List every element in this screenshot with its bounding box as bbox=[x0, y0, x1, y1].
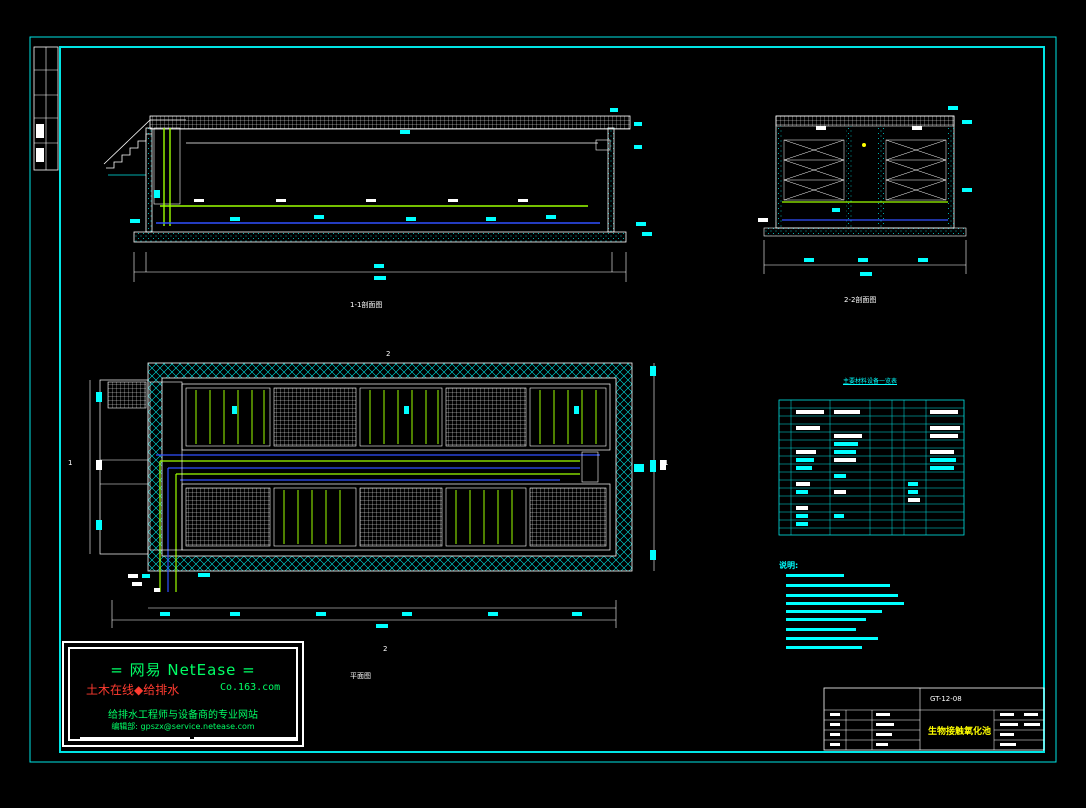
side-mark-right: 1 bbox=[664, 459, 669, 467]
plan-mark-bottom: 2 bbox=[383, 645, 388, 653]
plan-view bbox=[89, 362, 666, 628]
section-1-1 bbox=[103, 108, 652, 282]
stamp-brand: = 网易 NetEase = bbox=[110, 661, 256, 679]
plan-label: 平面图 bbox=[350, 672, 371, 680]
sheet-inner-frame bbox=[59, 46, 1045, 753]
plan-mark-top: 2 bbox=[386, 350, 391, 358]
netease-stamp: = 网易 NetEase = 土木在线◆给排水 Co.163.com 给排水工程… bbox=[62, 641, 304, 747]
section-2-2-label: 2-2剖面图 bbox=[844, 296, 877, 304]
section-2-2 bbox=[758, 106, 972, 276]
stamp-slogan: 给排水工程师与设备商的专业网站 bbox=[108, 710, 258, 721]
notes-lines bbox=[786, 574, 904, 649]
section-1-1-label: 1-1剖面图 bbox=[350, 301, 383, 309]
material-table-title: 主要材料设备一览表 bbox=[843, 378, 898, 385]
revision-strip bbox=[33, 46, 59, 171]
stamp-red-text: 土木在线◆给排水 bbox=[86, 683, 180, 697]
title-block-code: GT-12-08 bbox=[930, 695, 962, 703]
stamp-bar-right bbox=[194, 737, 298, 740]
stamp-bar-left bbox=[80, 737, 190, 740]
notes-title: 说明: bbox=[779, 561, 799, 570]
title-block bbox=[823, 687, 1045, 751]
sheet-outer-frame bbox=[29, 36, 1057, 763]
stamp-inner-frame: = 网易 NetEase = 土木在线◆给排水 Co.163.com 给排水工程… bbox=[68, 647, 298, 741]
stamp-domain: Co.163.com bbox=[220, 682, 281, 693]
side-mark-left: 1 bbox=[68, 459, 73, 467]
material-table bbox=[778, 399, 965, 536]
stamp-email: 编辑部: gpszx@service.netease.com bbox=[111, 722, 255, 731]
title-block-name: 生物接触氧化池 bbox=[928, 727, 992, 737]
